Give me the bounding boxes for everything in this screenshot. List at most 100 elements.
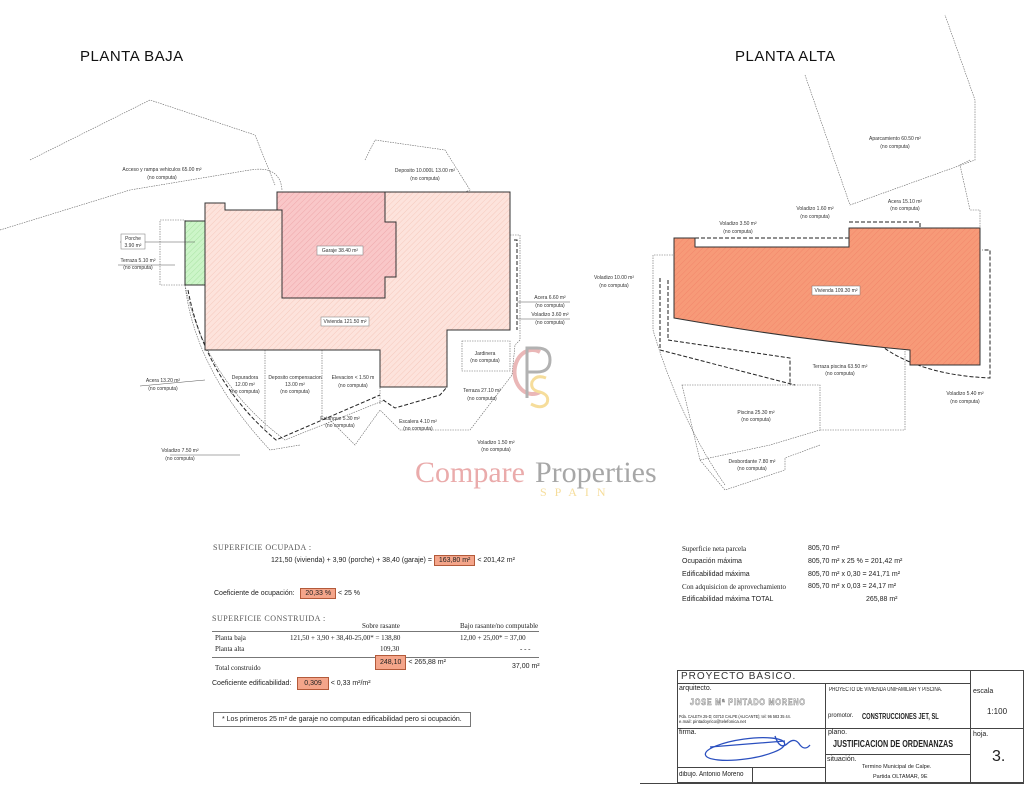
hoja-label: hoja. — [973, 731, 989, 738]
watermark-monogram-s — [530, 375, 550, 409]
planta-alta-title: PLANTA ALTA — [735, 48, 836, 65]
total-construido-value: 248,10 — [375, 655, 407, 670]
label-alta-voladizo-4: Voladizo 5.40 m² — [946, 391, 984, 397]
label-depuradora-area: 12.00 m² — [235, 382, 255, 388]
proyecto-desc: PROYECTO DE VIVIENDA UNIFAMILIAR Y PISCI… — [829, 687, 943, 693]
label-garaje: Garaje 38.40 m² — [322, 248, 358, 254]
promotor: CONSTRUCCIONES JET, SL — [862, 712, 939, 721]
parcela-label: Superficie neta parcela — [682, 545, 747, 553]
svg-text:Compare: Compare — [415, 456, 525, 489]
row-planta-baja-label: Planta baja — [215, 634, 246, 642]
row-planta-alta-bajo: - - - — [520, 645, 531, 653]
label-vivienda-alta: Vivienda 109.30 m² — [815, 288, 858, 294]
watermark-monogram-c — [512, 348, 541, 396]
label-desbordante: Desbordante 7.80 m² — [729, 459, 776, 465]
label-piscina-note: (no computa) — [741, 417, 771, 423]
label-piscina: Piscina 25.30 m² — [737, 410, 775, 416]
label-acera-1: Acera 6.60 m² — [534, 295, 566, 301]
garaje-area — [276, 191, 397, 299]
planta-baja-title: PLANTA BAJA — [80, 48, 184, 65]
label-alta-voladizo-2: Voladizo 3.50 m² — [719, 221, 757, 227]
planta-alta-dashed-edges — [659, 221, 991, 386]
label-voladizo-3: Voladizo 1.50 m² — [477, 440, 515, 446]
porche-area — [184, 220, 206, 286]
arquitecto-name: JOSE Mª PINTADO MORENO — [690, 697, 806, 708]
project-type: PROYECTO BÁSICO. — [681, 671, 797, 682]
label-terraza-2: Terraza 27.10 m² — [463, 388, 501, 394]
svg-text:SPAIN: SPAIN — [540, 485, 614, 499]
coef-ocupacion-limit: < 25 % — [338, 590, 361, 597]
escala: 1:100 — [987, 707, 1008, 716]
footnote: * Los primeros 25 m² de garaje no comput… — [213, 712, 471, 727]
total-construido-label: Total construido — [215, 664, 261, 672]
coef-edificabilidad-label: Coeficiente edificabilidad: — [212, 680, 292, 687]
parcela-label: Ocupación máxima — [682, 558, 742, 565]
watermark-monogram-p — [525, 346, 552, 398]
firma-label: firma. — [679, 729, 697, 736]
watermark-logo: Compare Properties SPAIN — [415, 346, 657, 499]
row-planta-alta-label: Planta alta — [215, 645, 245, 653]
ocupada-formula-text: 121,50 (vivienda) + 3,90 (porche) + 38,4… — [271, 557, 432, 564]
leader-lines — [118, 241, 570, 456]
hoja: 3. — [992, 748, 1006, 765]
label-elevacion: Elevacion < 1.50 m — [332, 375, 375, 381]
label-porche-area: 3.90 m² — [125, 243, 142, 249]
coef-ocupacion-value: 20,33 % — [300, 588, 337, 599]
label-alta-voladizo-2-note: (no computa) — [723, 229, 753, 235]
parcela-value: 805,70 m² x 25 % = 201,42 m² — [808, 558, 903, 565]
label-estanque: Estanque 5.30 m² — [320, 416, 360, 422]
total-construido: 248,10 < 265,88 m² — [375, 655, 446, 670]
parcela-label: Edificabilidad máxima TOTAL — [682, 596, 774, 603]
vivienda-alta-area — [673, 227, 981, 366]
parcela-value: 805,70 m² — [808, 545, 840, 552]
label-porche: Porche — [125, 236, 141, 242]
label-deposito-note: (no computa) — [410, 176, 440, 182]
label-acera-2-note: (no computa) — [148, 386, 178, 392]
arquitecto-email: e.mail: pintadoyrico@telefonica.net — [679, 719, 746, 724]
coef-edificabilidad: Coeficiente edificabilidad: 0,309 < 0,33… — [212, 677, 371, 690]
label-terraza-note: (no computa) — [123, 265, 153, 271]
label-voladizo-1-note: (no computa) — [535, 320, 565, 326]
situacion-label: situación. — [827, 756, 857, 763]
label-elevacion-note: (no computa) — [338, 383, 368, 389]
ocupada-limit: < 201,42 m² — [477, 557, 515, 564]
ocupada-total: 163,80 m² — [433, 555, 476, 566]
label-acceso: Acceso y rampa vehiculos 65.00 m² — [122, 167, 202, 173]
svg-text:Properties: Properties — [535, 456, 657, 489]
label-voladizo-1: Voladizo 3.60 m² — [531, 312, 569, 318]
coef-edificabilidad-limit: < 0,33 m²/m² — [330, 680, 371, 687]
label-alta-voladizo-1: Voladizo 1.60 m² — [796, 206, 834, 212]
situacion-2: Partida OLTAMAR, 9E — [873, 774, 928, 780]
label-deposito-comp-area: 13.00 m² — [285, 382, 305, 388]
total-construido-limit: < 265,88 m² — [408, 659, 446, 666]
label-terraza-piscina-note: (no computa) — [825, 371, 855, 377]
ocupada-formula: 121,50 (vivienda) + 3,90 (porche) + 38,4… — [271, 555, 515, 566]
label-terraza-piscina: Terraza piscina 63.50 m² — [813, 364, 868, 370]
col-sobre-rasante: Sobre rasante — [362, 622, 400, 630]
label-voladizo-2-note: (no computa) — [165, 456, 195, 462]
coef-edificabilidad-value: 0,309 — [297, 677, 329, 690]
label-escalera-note: (no computa) — [403, 426, 433, 432]
label-aparcamiento-note: (no computa) — [880, 144, 910, 150]
label-alta-voladizo-1-note: (no computa) — [800, 214, 830, 220]
label-deposito: Deposito 10.000L 13.00 m² — [395, 168, 455, 174]
coef-ocupacion: Coeficiente de ocupación: 20,33 % < 25 % — [214, 588, 361, 599]
row-planta-baja-bajo: 12,00 + 25,00* = 37,00 — [460, 634, 526, 642]
parcela-value: 805,70 m² x 0,30 = 241,71 m² — [808, 571, 901, 578]
arquitecto-address: Pda. CALETA 25-D; 03710 CALPE (ALICANTE)… — [679, 714, 791, 719]
dibujo: dibujo. Antonio Moreno — [679, 771, 744, 778]
label-deposito-comp: Deposito compensacion — [268, 375, 322, 381]
planta-baja-site-lines — [0, 99, 521, 451]
signature — [704, 735, 811, 762]
row-planta-alta-sobre: 109,30 — [380, 645, 400, 653]
label-jardinera: Jardinera — [475, 351, 496, 357]
total-bajo: 37,00 m² — [512, 663, 540, 670]
planta-alta-site-lines — [652, 14, 981, 491]
label-alta-voladizo-4-note: (no computa) — [950, 399, 980, 405]
label-alta-acera-note: (no computa) — [890, 206, 920, 212]
parcela-label: Con adquisicion de aprovechamiento — [682, 583, 786, 591]
label-alta-acera: Acera 15.10 m² — [888, 199, 923, 205]
label-aparcamiento: Aparcamiento 60.50 m² — [869, 136, 921, 142]
label-desbordante-note: (no computa) — [737, 466, 767, 472]
label-acceso-note: (no computa) — [147, 175, 177, 181]
